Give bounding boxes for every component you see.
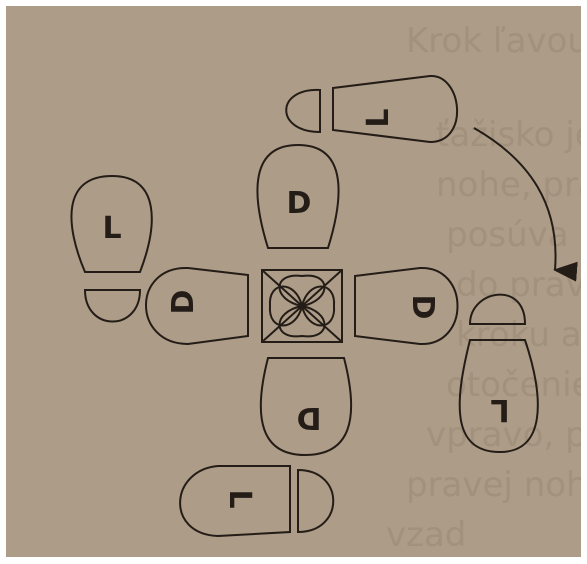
- footprint-label-L: L: [222, 489, 257, 508]
- footprint-label-D: D: [287, 186, 312, 221]
- footprint-label-L: L: [490, 392, 509, 427]
- rotation-arrow-icon: [474, 128, 556, 270]
- footprint-label-L: L: [102, 211, 121, 246]
- footprint-label-D: D: [297, 400, 322, 435]
- footprint-left-right: [460, 295, 538, 452]
- footprint-label-D: D: [405, 295, 440, 320]
- book-page-photo: Krok ľavou nohou vzad ťažisko je na ľave…: [6, 6, 581, 557]
- footprint-left-left: [71, 176, 151, 322]
- center-square-symbol: [262, 270, 342, 342]
- dance-step-diagram: L D D L D L D: [6, 6, 581, 557]
- footprint-label-D: D: [166, 290, 201, 315]
- footprint-label-L: L: [361, 108, 396, 127]
